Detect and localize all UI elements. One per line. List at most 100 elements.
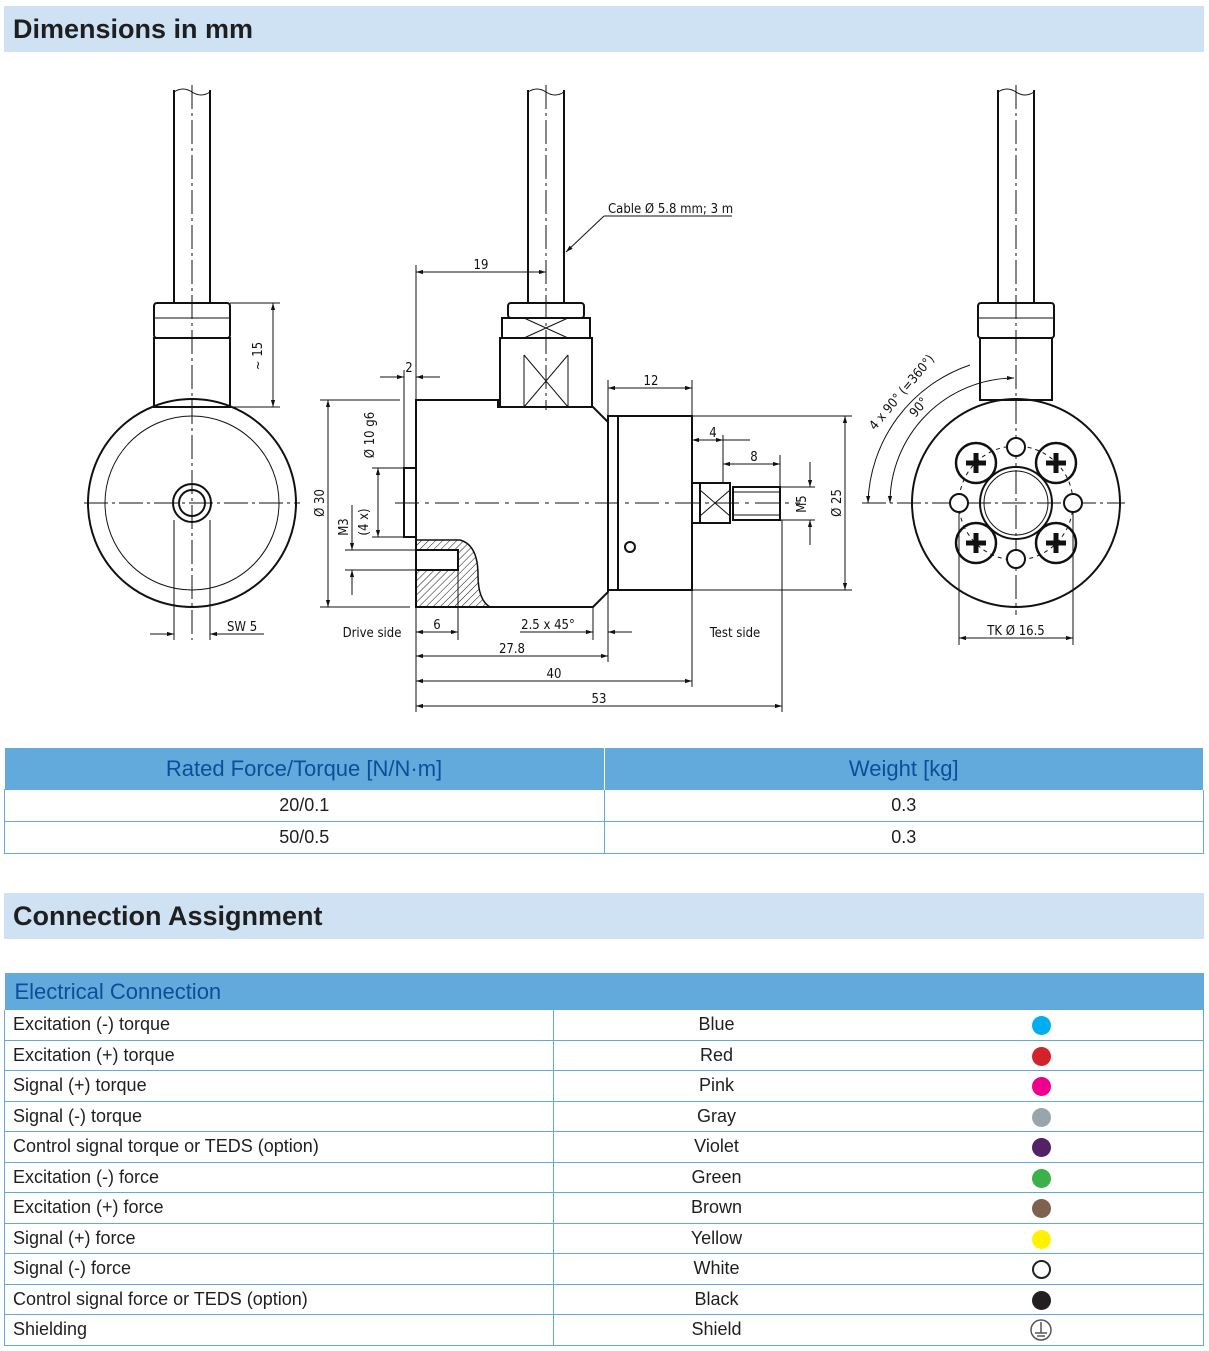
dim-6: 6 [433,618,440,633]
color-dot-icon [1031,1290,1051,1310]
cell-signal: Excitation (-) torque [4,1010,554,1041]
cell-signal: Control signal force or TEDS (option) [4,1284,554,1315]
color-dot-icon [1031,1077,1051,1096]
dim-40: 40 [547,667,562,682]
ratings-table: Rated Force/Torque [N/N·m] Weight [kg] 2… [4,748,1204,854]
color-dot-icon [1031,1016,1051,1035]
color-dot-icon [1031,1199,1051,1218]
cell-weight: 0.3 [603,789,1204,822]
cell-signal: Signal (-) torque [4,1101,554,1132]
dimension-drawing: ~ 15 SW 5 [84,85,1125,712]
dim-8: 8 [750,450,757,465]
cell-color-swatch [879,1101,1204,1132]
electrical-connection-header: Electrical Connection [4,973,1204,1010]
dim-15: ~ 15 [251,342,266,370]
cell-color-swatch [879,1314,1204,1346]
color-dot-icon [1031,1168,1051,1188]
cell-signal: Shielding [4,1314,554,1346]
dim-chamfer: 2.5 x 45° [521,618,575,633]
table-row: 50/0.5 0.3 [4,821,1204,854]
cell-rated-force: 20/0.1 [4,789,605,822]
ground-icon [1030,1319,1052,1341]
color-dot-icon [1031,1138,1051,1157]
cell-color-swatch [879,1284,1204,1315]
cable-label: Cable Ø 5.8 mm; 3 m [608,202,733,217]
cell-signal: Control signal torque or TEDS (option) [4,1131,554,1163]
front-view-center: 19 2 Ø 30 Ø 10 g6 M3 (4 x) 12 4 8 [313,85,852,712]
drive-side-label: Drive side [343,626,402,641]
cell-wire-color: Black [553,1284,879,1315]
connection-header: Connection Assignment [4,893,1204,939]
cell-wire-color: Brown [553,1192,879,1224]
cell-rated-force: 50/0.5 [4,821,605,854]
cell-color-swatch [879,1253,1204,1285]
cell-color-swatch [879,1040,1204,1071]
cell-wire-color: White [553,1253,879,1285]
cell-wire-color: Violet [553,1131,879,1163]
end-view-right: 4 x 90° (=360°) 90° TK Ø 16.5 [862,85,1125,645]
angle-total-label: 4 x 90° (=360°) [867,352,938,433]
cell-wire-color: Shield [553,1314,879,1346]
cell-color-swatch [879,1192,1204,1224]
dim-19: 19 [474,258,489,273]
cell-signal: Excitation (+) force [4,1192,554,1224]
connection-title: Connection Assignment [13,901,323,931]
cell-wire-color: Gray [553,1101,879,1132]
test-side-label: Test side [709,626,761,641]
dim-4: 4 [709,426,716,441]
color-dot-icon [1031,1046,1051,1066]
color-dot-icon [1031,1107,1051,1127]
tk-label: TK Ø 16.5 [986,624,1044,639]
dim-diameter-10g6: Ø 10 g6 [363,412,378,458]
dim-27-8: 27.8 [499,642,525,657]
cell-wire-color: Green [553,1162,879,1193]
dimensions-title: Dimensions in mm [13,14,254,44]
cell-signal: Signal (-) force [4,1253,554,1285]
cell-signal: Excitation (+) torque [4,1040,554,1071]
table-row: Control signal torque or TEDS (option)Vi… [4,1131,1204,1163]
dim-12: 12 [644,374,659,389]
cell-wire-color: Red [553,1040,879,1071]
column-header-rated-force: Rated Force/Torque [N/N·m] [4,748,605,790]
cell-color-swatch [879,1131,1204,1163]
table-header-row: Electrical Connection [4,973,1204,1010]
cell-signal: Signal (+) force [4,1223,554,1254]
dim-53: 53 [592,692,607,707]
side-view-left: ~ 15 SW 5 [84,85,300,640]
table-row: Control signal force or TEDS (option)Bla… [4,1284,1204,1315]
dim-2: 2 [405,361,412,376]
electrical-connection-table: Electrical Connection Excitation (-) tor… [4,973,1204,1346]
dim-diameter-25: Ø 25 [830,489,845,517]
cell-wire-color: Pink [553,1070,879,1102]
dim-diameter-30: Ø 30 [313,489,328,517]
angle-label: 90° [907,395,932,421]
color-dot-icon [1031,1229,1051,1249]
column-header-weight: Weight [kg] [604,748,1204,790]
cell-color-swatch [879,1010,1204,1041]
cell-wire-color: Yellow [553,1223,879,1254]
color-dot-icon [1031,1260,1051,1279]
cell-color-swatch [879,1223,1204,1254]
cell-wire-color: Blue [553,1010,879,1041]
dimensions-header: Dimensions in mm [4,6,1204,52]
cell-weight: 0.3 [603,821,1204,854]
dim-m5: M5 [795,495,810,513]
cell-signal: Excitation (-) force [4,1162,554,1193]
cell-signal: Signal (+) torque [4,1070,554,1102]
dim-m3: M3 [337,518,352,536]
table-header-row: Rated Force/Torque [N/N·m] Weight [kg] [4,748,1204,790]
dim-m3-count: (4 x) [357,508,372,535]
dim-sw5: SW 5 [227,620,257,635]
cell-color-swatch [879,1070,1204,1102]
cell-color-swatch [879,1162,1204,1193]
